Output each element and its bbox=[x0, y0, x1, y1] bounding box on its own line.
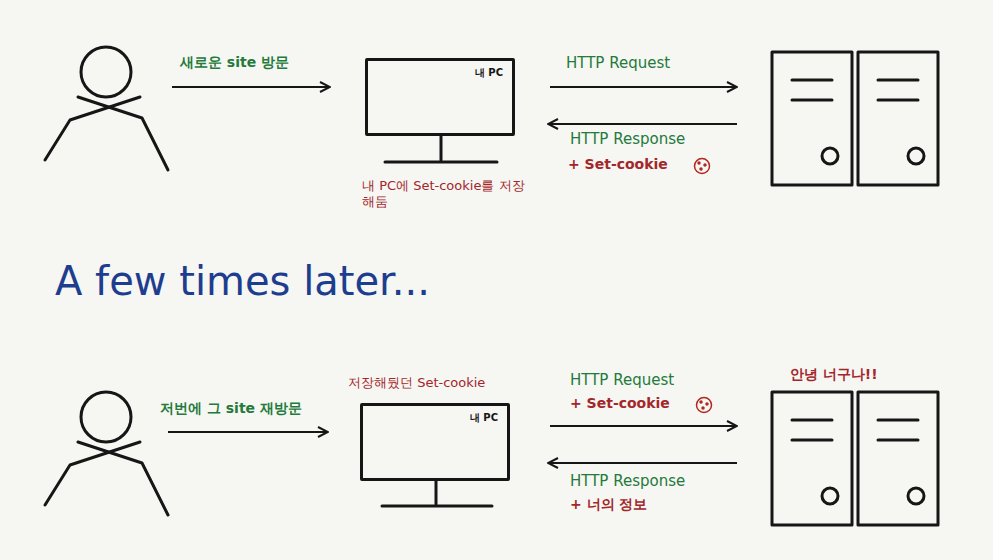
person-figure bbox=[45, 47, 168, 170]
scene-heading: A few times later... bbox=[55, 256, 430, 306]
annotation-text: 새로운 site 방문 bbox=[180, 54, 289, 72]
cookie-icon bbox=[697, 398, 712, 413]
annotation-text: HTTP Request bbox=[570, 371, 674, 390]
annotation-text: 내 PC에 Set-cookie를 저장해둠 bbox=[362, 178, 527, 211]
annotation-text: + Set-cookie bbox=[570, 395, 670, 413]
annotation-text: HTTP Response bbox=[570, 130, 685, 149]
monitor-label: 내 PC bbox=[470, 411, 498, 425]
annotation-text: 저장해뒀던 Set-cookie bbox=[348, 375, 485, 391]
monitor-screen: 내 PC bbox=[365, 58, 515, 136]
annotation-text: 안녕 너구나!! bbox=[790, 366, 878, 384]
annotation-text: HTTP Request bbox=[566, 54, 670, 73]
annotation-text: + 너의 정보 bbox=[570, 496, 647, 514]
annotation-text: 저번에 그 site 재방문 bbox=[160, 400, 302, 418]
monitor-stand bbox=[385, 136, 497, 162]
annotation-text: + Set-cookie bbox=[568, 156, 668, 174]
arrow bbox=[168, 431, 328, 433]
arrow bbox=[548, 462, 737, 464]
monitor-label: 내 PC bbox=[475, 66, 503, 80]
arrow bbox=[172, 86, 330, 88]
monitor-stand bbox=[382, 481, 492, 506]
monitor-screen: 내 PC bbox=[360, 403, 510, 481]
server-icon bbox=[772, 392, 938, 525]
server-icon bbox=[772, 52, 938, 185]
annotation-text: HTTP Response bbox=[570, 472, 685, 491]
cookie-icon bbox=[695, 159, 710, 174]
arrow bbox=[548, 123, 737, 125]
arrow bbox=[550, 86, 737, 88]
person-figure bbox=[45, 392, 168, 515]
arrow bbox=[550, 425, 737, 427]
